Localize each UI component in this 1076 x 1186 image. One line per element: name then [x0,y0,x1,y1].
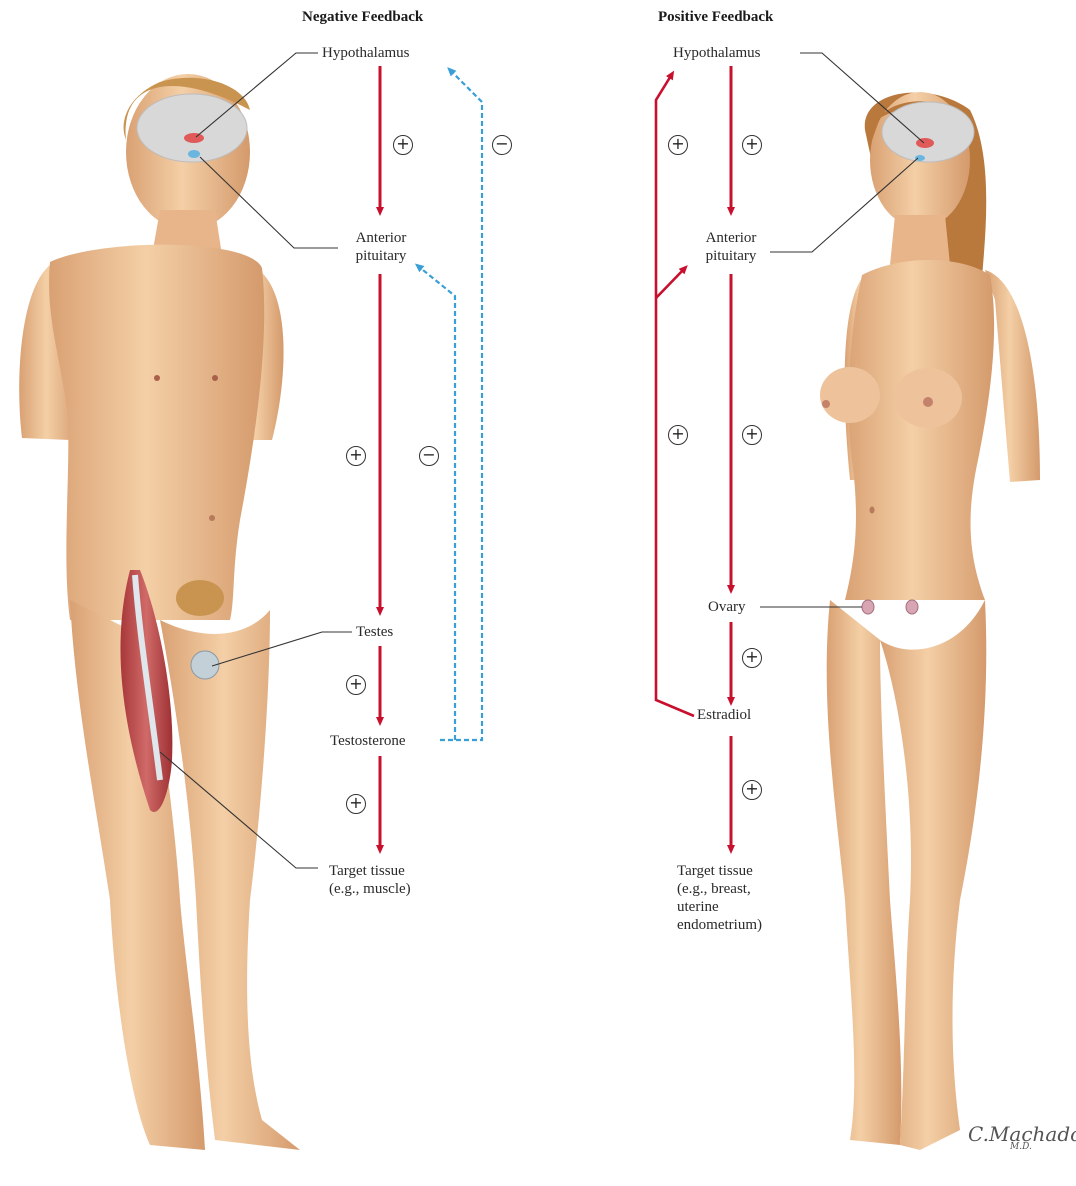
female-figure [820,92,1040,1150]
pos-plus-sign-3: + [668,425,688,445]
positive-arrows [656,66,731,850]
neg-plus-sign-1: + [393,135,413,155]
pos-plus-sign-1: + [668,135,688,155]
neg-pituitary-label: pituitary [356,247,407,266]
estradiol-label: Estradiol [697,706,751,725]
ovary-label: Ovary [708,598,746,617]
neg-target-label: Target tissue [329,862,405,881]
pos-target-example-1: (e.g., breast, [677,880,751,899]
neg-plus-sign-4: + [346,794,366,814]
testosterone-label: Testosterone [330,732,406,751]
pos-hypothalamus-label: Hypothalamus [673,44,761,63]
neg-hypothalamus-label: Hypothalamus [322,44,410,63]
neg-loop-to-hypothalamus [440,70,482,740]
neg-loop-to-pituitary [418,266,455,740]
pos-plus-sign-6: + [742,780,762,800]
pos-anterior-label: Anterior [706,229,757,248]
neg-plus-sign-3: + [346,675,366,695]
neg-minus-sign-1: − [492,135,512,155]
male-figure [19,74,300,1150]
neg-target-example: (e.g., muscle) [329,880,411,899]
pos-plus-sign-4: + [742,425,762,445]
neg-plus-sign-2: + [346,446,366,466]
pos-loop-to-pituitary [656,268,685,298]
positive-feedback-title: Positive Feedback [658,9,773,26]
negative-feedback-title: Negative Feedback [302,9,423,26]
pos-target-example-2: uterine [677,898,719,917]
testes-label: Testes [356,623,393,642]
pos-target-label: Target tissue [677,862,753,881]
pos-plus-sign-2: + [742,135,762,155]
pos-plus-sign-5: + [742,648,762,668]
artist-signature: C.Machado M.D. [968,1122,1076,1152]
pos-pituitary-label: pituitary [706,247,757,266]
leader-lines [160,53,924,868]
neg-anterior-label: Anterior [356,229,407,248]
neg-minus-sign-2: − [419,446,439,466]
pos-target-example-3: endometrium) [677,916,762,935]
pos-loop-to-hypothalamus [656,74,694,716]
female-brain [882,102,974,162]
